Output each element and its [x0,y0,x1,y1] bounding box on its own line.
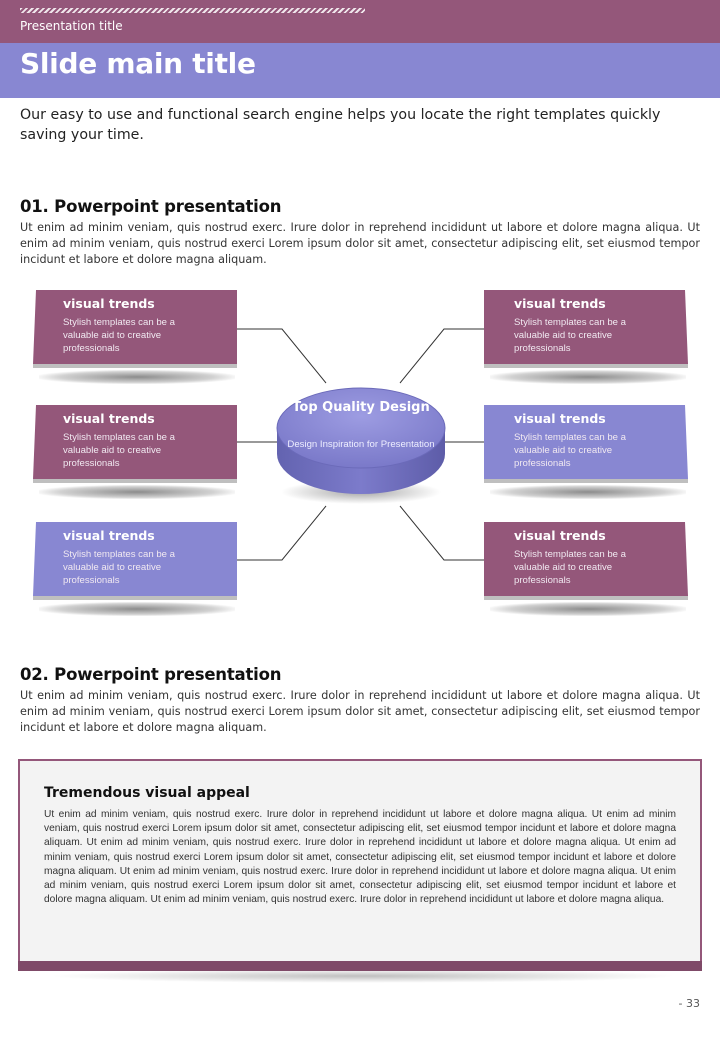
connector-lines [236,328,486,561]
section-2-heading: 02. Powerpoint presentation [20,665,282,684]
box-shadow [39,370,235,384]
connector-bottom-left [236,505,327,561]
section-1-heading: 01. Powerpoint presentation [20,197,282,216]
box-title: visual trends [514,411,606,426]
trend-box-left-3: visual trends Stylish templates can be a… [33,522,237,616]
header-hatch-decoration [20,8,365,13]
section-1-body: Ut enim ad minim veniam, quis nostrud ex… [20,221,700,266]
panel-base [18,961,702,971]
title-bar: Slide main title [0,43,720,98]
connector-top-left [236,328,327,384]
connector-top-right [399,328,486,384]
box-text: Stylish templates can be a valuable aid … [514,549,626,586]
slide-main-title: Slide main title [20,47,256,80]
box-shape [484,290,688,368]
box-text: Stylish templates can be a valuable aid … [63,549,175,586]
box-shadow [490,602,686,616]
box-title: visual trends [514,296,606,311]
section-2-body: Ut enim ad minim veniam, quis nostrud ex… [20,689,700,734]
center-disc: Top Quality Design Design Inspiration fo… [275,380,447,506]
hub-diagram: visual trends Stylish templates can be a… [0,280,720,630]
box-title: visual trends [63,528,155,543]
box-text: Stylish templates can be a valuable aid … [63,317,175,354]
center-disc-shape [276,387,446,504]
box-shape [33,290,237,368]
box-shadow [39,602,235,616]
box-title: visual trends [514,528,606,543]
connector-bottom-right [399,505,486,561]
center-subtitle: Design Inspiration for Presentation [287,439,435,450]
box-shadow [39,485,235,499]
box-shape [484,522,688,600]
box-text: Stylish templates can be a valuable aid … [514,317,626,354]
box-shadow [490,485,686,499]
box-shadow [490,370,686,384]
page-number: - 33 [678,997,700,1010]
box-shape [484,405,688,483]
header-bar: Presentation title [0,0,720,43]
panel-shadow [48,969,678,983]
box-shape [33,522,237,600]
trend-box-left-2: visual trends Stylish templates can be a… [33,405,237,499]
box-title: visual trends [63,296,155,311]
trend-box-right-3: visual trends Stylish templates can be a… [484,522,688,616]
box-text: Stylish templates can be a valuable aid … [514,432,626,469]
presentation-title: Presentation title [20,19,123,33]
box-title: visual trends [63,411,155,426]
box-shape [33,405,237,483]
panel-body: Ut enim ad minim veniam, quis nostrud ex… [44,809,676,906]
trend-box-right-1: visual trends Stylish templates can be a… [484,290,688,384]
intro-text: Our easy to use and functional search en… [20,107,661,143]
panel-frame [18,759,702,963]
trend-box-left-1: visual trends Stylish templates can be a… [33,290,237,384]
trend-box-right-2: visual trends Stylish templates can be a… [484,405,688,499]
center-title: Top Quality Design [292,400,430,415]
visual-appeal-panel: Tremendous visual appeal Ut enim ad mini… [18,759,702,983]
panel-title: Tremendous visual appeal [44,785,250,801]
box-text: Stylish templates can be a valuable aid … [63,432,175,469]
